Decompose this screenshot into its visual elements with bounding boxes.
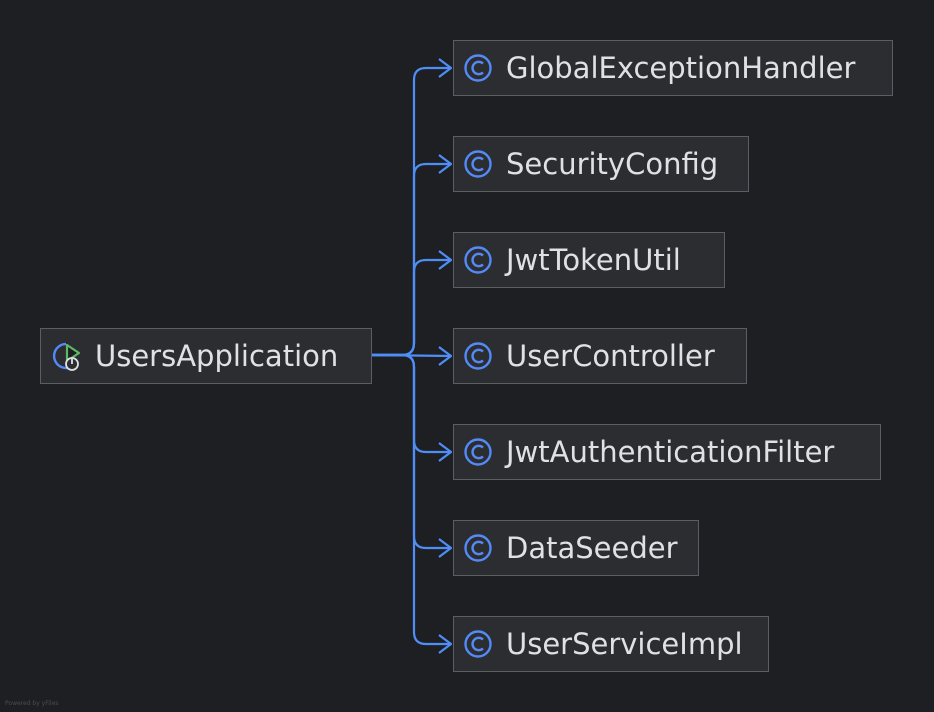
- edge-arrowhead-1: [438, 154, 453, 174]
- spring-boot-application-icon: [52, 342, 81, 371]
- node-label: GlobalExceptionHandler: [506, 51, 856, 85]
- edge-arrowhead-3: [438, 346, 453, 366]
- node-user-controller[interactable]: UserController: [453, 328, 747, 384]
- class-icon: [464, 438, 492, 466]
- node-label: UserServiceImpl: [506, 627, 743, 661]
- edge-4: [372, 353, 451, 454]
- node-jwt-token-util[interactable]: JwtTokenUtil: [453, 232, 725, 288]
- edge-arrowhead-0: [438, 58, 453, 78]
- node-user-service-impl[interactable]: UserServiceImpl: [453, 616, 769, 672]
- edge-0: [372, 66, 451, 357]
- edge-arrowhead-4: [438, 442, 453, 462]
- node-label: DataSeeder: [506, 531, 678, 565]
- node-jwt-authentication-filter[interactable]: JwtAuthenticationFilter: [453, 424, 881, 480]
- class-icon: [464, 54, 492, 82]
- node-security-config[interactable]: SecurityConfig: [453, 136, 749, 192]
- node-label: SecurityConfig: [506, 147, 719, 181]
- edge-arrowhead-5: [438, 538, 453, 558]
- node-label: UserController: [506, 339, 715, 373]
- class-icon: [464, 150, 492, 178]
- edge-arrowhead-2: [438, 250, 453, 270]
- edge-6: [372, 353, 451, 646]
- class-icon: [464, 534, 492, 562]
- node-label: JwtAuthenticationFilter: [506, 435, 835, 469]
- node-data-seeder[interactable]: DataSeeder: [453, 520, 699, 576]
- class-icon: [464, 246, 492, 274]
- node-global-exception-handler[interactable]: GlobalExceptionHandler: [453, 40, 893, 96]
- edge-2: [372, 258, 451, 357]
- powered-by-footer: Powered by yFiles: [5, 700, 59, 707]
- class-icon: [464, 342, 492, 370]
- node-label: JwtTokenUtil: [506, 243, 681, 277]
- node-label: UsersApplication: [95, 339, 339, 373]
- node-users-application[interactable]: UsersApplication: [40, 328, 372, 384]
- class-icon: [464, 630, 492, 658]
- edge-arrowhead-6: [438, 634, 453, 654]
